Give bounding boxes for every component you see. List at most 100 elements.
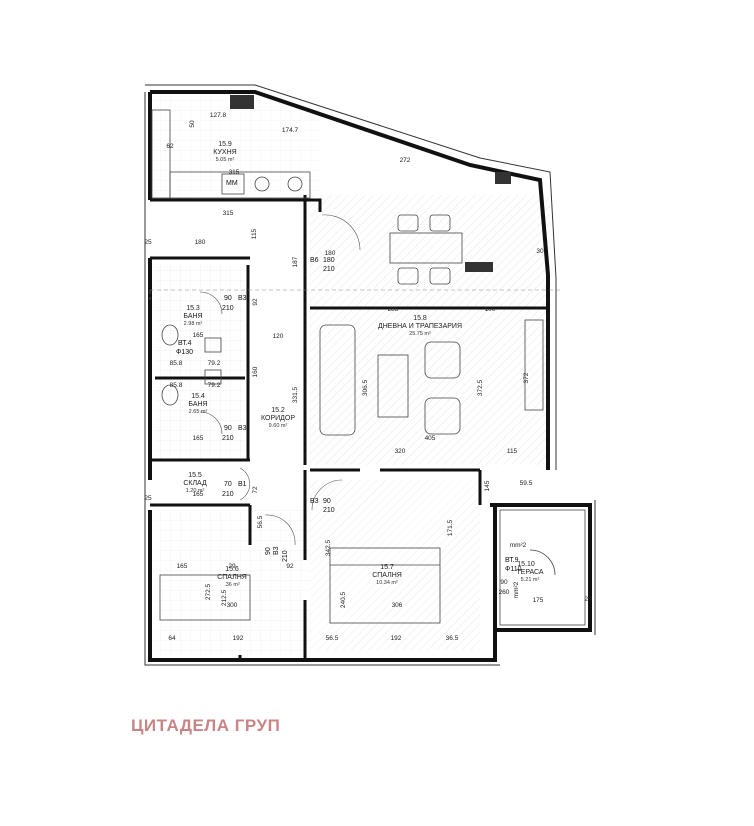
dim-115: 115 — [251, 228, 258, 239]
door-b6-h: 210 — [323, 266, 335, 273]
bath-floor-1 — [155, 265, 245, 375]
dim-792b: 79.2 — [208, 382, 221, 389]
window-bt4-code: ВТ.4 — [178, 340, 192, 347]
door-b3c-code: В3 — [310, 498, 319, 505]
room-kitchen-number: 15.9 — [218, 141, 232, 148]
dim-20: 20 — [584, 596, 592, 603]
dim-3065: 306.5 — [362, 379, 369, 396]
kitchen-floor — [150, 95, 320, 195]
dim-315b: 315 — [223, 210, 234, 217]
brand-logo-text: ЦИТАДЕЛА ГРУП — [131, 716, 281, 735]
dim-30: 30 — [536, 248, 544, 255]
dim-120: 120 — [273, 333, 284, 340]
dim-64: 64 — [168, 635, 176, 642]
column-right — [495, 172, 511, 184]
outer-wall-thin — [144, 84, 596, 666]
window-bt4-size: Ф130 — [176, 349, 193, 356]
room-corridor-number: 15.2 — [271, 407, 285, 414]
door-b3a-h: 210 — [222, 305, 234, 312]
beds — [159, 547, 441, 624]
dimension-labels: 127.8 174.7 315 315 180 115 187 272 285 … — [144, 112, 592, 642]
dim-165d: 165 — [177, 563, 188, 570]
dim-2125: 212.5 — [221, 589, 228, 606]
door-b6-code: В6 — [310, 257, 319, 264]
room-terrace-number: 15.10 — [517, 561, 535, 568]
dim-2405: 240.5 — [340, 591, 347, 608]
room-labels: 15.9 КУХНЯ 5.05 m² 15.8 ДНЕВНА И ТРАПЕЗА… — [183, 141, 544, 588]
dim-72: 72 — [252, 486, 259, 494]
dim-595: 59.5 — [520, 480, 533, 487]
dim-145: 145 — [484, 480, 491, 491]
room-bath1-area: 2.98 m² — [184, 321, 203, 327]
room-living-number: 15.8 — [413, 315, 427, 322]
room-living-name: ДНЕВНА И ТРАПЕЗАРИЯ — [378, 323, 462, 330]
dim-315a: 315 — [229, 169, 240, 176]
bedroom1-floor — [155, 510, 310, 655]
room-bedroom1-area: .36 m² — [224, 582, 240, 588]
dim-306: 306 — [392, 602, 403, 609]
room-kitchen-name: КУХНЯ — [213, 149, 236, 156]
room-bath2-number: 15.4 — [191, 393, 205, 400]
dim-272: 272 — [400, 157, 411, 164]
door-b1-code: В1 — [238, 481, 247, 488]
room-living-area: 25.75 m² — [409, 331, 431, 337]
terrace — [499, 509, 586, 626]
outer-walls — [148, 90, 592, 662]
room-terrace-area: 5.21 m² — [521, 577, 540, 583]
door-b3b-code: В3 — [238, 425, 247, 432]
door-b3a-w: 90 — [224, 295, 232, 302]
room-storage-area: 1.20 m² — [186, 488, 205, 494]
dim-3315: 331.5 — [292, 386, 299, 403]
door-b3b-h: 210 — [222, 435, 234, 442]
dim-300: 300 — [227, 602, 238, 609]
dim-180b: 180 — [325, 250, 336, 257]
door-b6-w: 180 — [323, 257, 335, 264]
door-b3b-w: 90 — [224, 425, 232, 432]
room-kitchen-area: 5.05 m² — [216, 157, 235, 163]
mm2-label-a: mm²2 — [510, 542, 527, 549]
dim-792a: 79.2 — [208, 360, 221, 367]
dim-92b: 92 — [286, 563, 294, 570]
dim-62: 62 — [166, 143, 174, 150]
dim-165b: 165 — [193, 435, 204, 442]
dim-160: 160 — [252, 366, 259, 377]
room-bedroom1-number: 15.6 — [225, 566, 239, 573]
living-floor — [310, 195, 550, 465]
dim-565b: 56.5 — [326, 635, 339, 642]
dim-1747: 174.7 — [282, 127, 299, 134]
room-bedroom1-name: СПАЛНЯ — [217, 574, 247, 581]
dim-192a: 192 — [233, 635, 244, 642]
dim-187: 187 — [292, 256, 299, 267]
room-corridor-name: КОРИДОР — [261, 415, 295, 422]
room-bath2-name: БАНЯ — [188, 401, 207, 408]
dining-table — [389, 214, 463, 285]
window-bt9-code: ВТ.9 — [505, 557, 519, 564]
room-bedroom2-name: СПАЛНЯ — [372, 572, 402, 579]
dim-165c: 165 — [193, 491, 204, 498]
door-swings — [199, 214, 361, 546]
dim-565a: 56.5 — [257, 515, 264, 528]
room-bath2-area: 2.65 m² — [189, 409, 208, 415]
dim-100: 100 — [485, 306, 496, 313]
room-bedroom2-number: 15.7 — [380, 564, 394, 571]
dim-25a: 25 — [144, 239, 152, 246]
door-b3d-w: 90 — [265, 547, 272, 555]
mm2-label-b: mm²2 — [513, 581, 520, 598]
door-b3a-code: В3 — [238, 295, 247, 302]
door-b3d-h: 210 — [282, 550, 289, 562]
mm-label: MM — [226, 180, 238, 187]
dim-29: 29 — [228, 563, 236, 570]
dim-1715: 171.5 — [447, 519, 454, 536]
dim-115b: 115 — [507, 448, 518, 455]
door-tags: В6 180 210 90 В3 210 90 В3 210 70 В1 210… — [176, 180, 527, 598]
door-b3d-code: В3 — [273, 546, 280, 555]
column-top — [230, 95, 254, 109]
dim-3425: 342.5 — [325, 539, 332, 556]
window-bt9-size: Ф110 — [505, 566, 522, 573]
dim-165a: 165 — [193, 332, 204, 339]
bath-floor-2 — [155, 380, 245, 460]
bath-fixtures — [161, 324, 222, 406]
dim-320: 320 — [395, 448, 406, 455]
dim-3725a: 372.5 — [477, 379, 484, 396]
room-corridor-area: 9.60 m² — [269, 423, 288, 429]
